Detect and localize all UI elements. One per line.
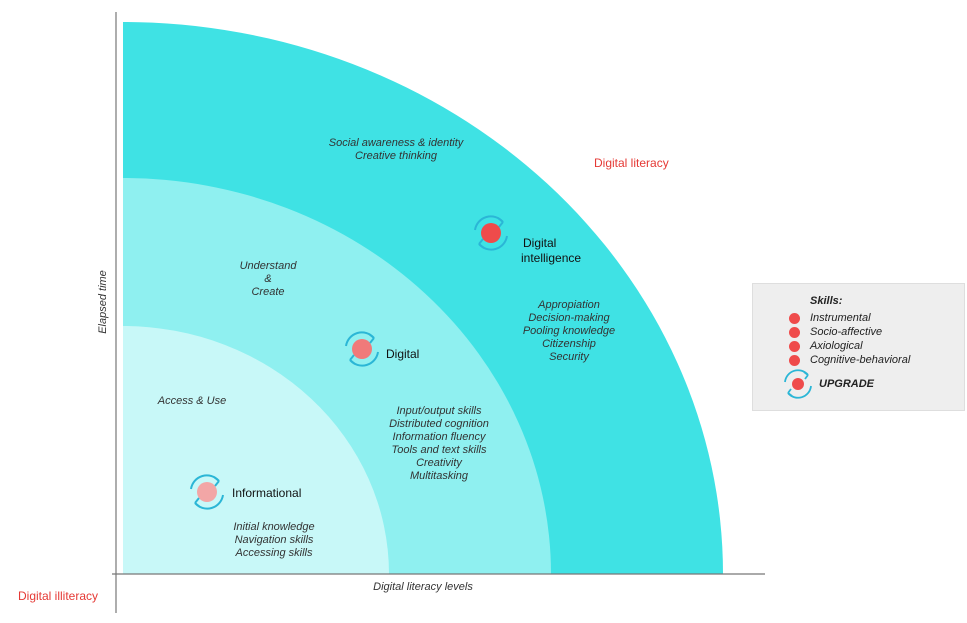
legend-title: Skills: [810, 295, 843, 307]
informational-skill-1: Initial knowledge [233, 521, 314, 533]
band-informational [123, 326, 389, 574]
legend-dot [789, 326, 800, 338]
skills-legend: Skills: Instrumental Socio-affective Axi… [752, 283, 965, 411]
x-axis-label: Digital literacy levels [373, 581, 473, 593]
digital-intelligence-theme-line-2: Creative thinking [355, 150, 438, 162]
digital-skill-5: Creativity [416, 457, 463, 469]
digital-skill-4: Tools and text skills [392, 444, 487, 456]
digital-intelligence-skill-3: Pooling knowledge [523, 325, 615, 337]
legend-dot [789, 340, 800, 352]
digital-intelligence-title-line-1: Digital [523, 236, 556, 250]
legend-item-instrumental: Instrumental [789, 311, 871, 325]
legend-item-socio-affective: Socio-affective [789, 325, 882, 339]
informational-theme: Access & Use [157, 395, 226, 407]
informational-skill-2: Navigation skills [235, 534, 314, 546]
y-axis-label: Elapsed time [97, 270, 109, 334]
digital-skill-2: Distributed cognition [389, 418, 489, 430]
informational-dot [197, 482, 217, 502]
informational-skill-3: Accessing skills [234, 547, 313, 559]
informational-title: Informational [232, 486, 301, 500]
upgrade-icon-informational [190, 474, 224, 510]
upgrade-icon [784, 369, 812, 399]
digital-intelligence-dot [481, 223, 501, 243]
upgrade-icon-digital-intelligence [474, 215, 508, 251]
legend-upgrade-label: UPGRADE [819, 378, 875, 390]
digital-literacy-label: Digital literacy [594, 156, 669, 170]
legend-item-cognitive-behavioral: Cognitive-behavioral [789, 353, 910, 367]
digital-theme-line-2: & [264, 273, 271, 285]
digital-intelligence-skill-5: Security [549, 351, 590, 363]
digital-theme-line-1: Understand [240, 260, 298, 272]
digital-intelligence-skill-2: Decision-making [528, 312, 610, 324]
legend-item-label: Instrumental [810, 312, 871, 324]
legend-item-label: Socio-affective [810, 326, 883, 338]
digital-title: Digital [386, 347, 419, 361]
digital-intelligence-skill-1: Appropiation [537, 299, 600, 311]
digital-illiteracy-label: Digital illiteracy [18, 589, 98, 603]
legend-dot [789, 312, 800, 324]
digital-theme-line-3: Create [251, 286, 284, 298]
digital-skill-1: Input/output skills [397, 405, 482, 417]
legend-upgrade: UPGRADE [783, 369, 874, 399]
digital-skill-6: Multitasking [410, 470, 469, 482]
digital-intelligence-theme-line-1: Social awareness & identity [329, 137, 465, 149]
legend-item-label: Cognitive-behavioral [810, 354, 911, 366]
upgrade-icon-digital [345, 331, 379, 367]
digital-intelligence-title-line-2: intelligence [521, 251, 581, 265]
legend-item-label: Axiological [810, 340, 863, 352]
digital-dot [352, 339, 372, 359]
digital-intelligence-skill-4: Citizenship [542, 338, 596, 350]
legend-item-axiological: Axiological [789, 339, 863, 353]
digital-skill-3: Information fluency [393, 431, 487, 443]
legend-dot [789, 354, 800, 366]
